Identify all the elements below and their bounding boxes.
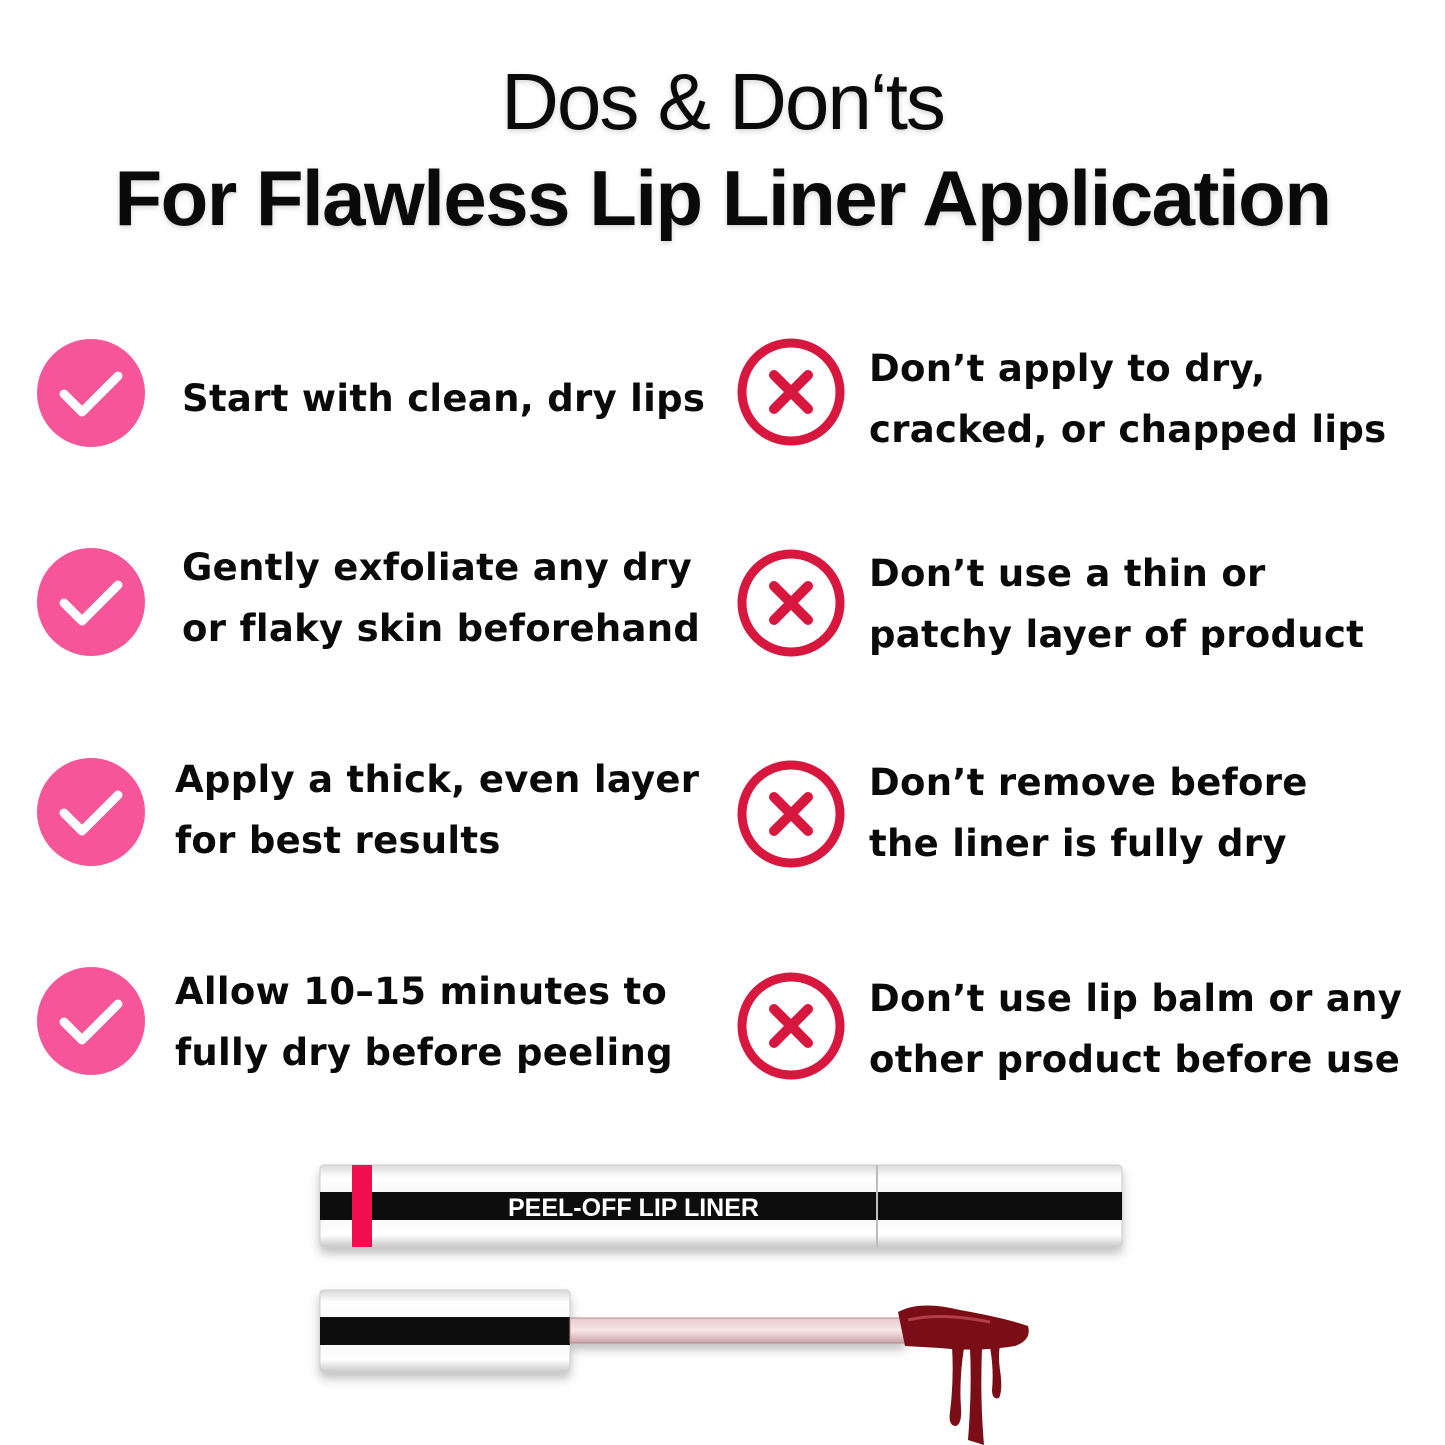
dont-item-1: Don’t apply to dry, cracked, or chapped … (869, 347, 1387, 451)
dont-item-2: Don’t use a thin or patchy layer of prod… (869, 552, 1365, 656)
title-line-1: Dos & Don‘ts (501, 57, 946, 146)
x-circle-icon (737, 972, 845, 1080)
check-icon (37, 548, 145, 656)
x-circle-icon (737, 760, 845, 868)
check-icon (37, 967, 145, 1075)
x-circle-icon (737, 549, 845, 657)
product-label: PEEL-OFF LIP LINER (508, 1194, 759, 1222)
dont-item-3: Don’t remove before the liner is fully d… (869, 761, 1308, 865)
do-item-3: Apply a thick, even layer for best resul… (175, 758, 700, 862)
do-item-2: Gently exfoliate any dry or flaky skin b… (182, 546, 701, 650)
check-icon (37, 339, 145, 447)
do-item-1: Start with clean, dry lips (182, 377, 706, 420)
do-item-4: Allow 10–15 minutes to fully dry before … (175, 970, 673, 1074)
title-line-2: For Flawless Lip Liner Application (114, 154, 1332, 242)
x-circle-icon (737, 338, 845, 446)
product-image: PEEL-OFF LIP LINER (319, 1164, 1123, 1445)
check-icon (37, 758, 145, 866)
dont-item-4: Don’t use lip balm or any other product … (869, 977, 1403, 1081)
